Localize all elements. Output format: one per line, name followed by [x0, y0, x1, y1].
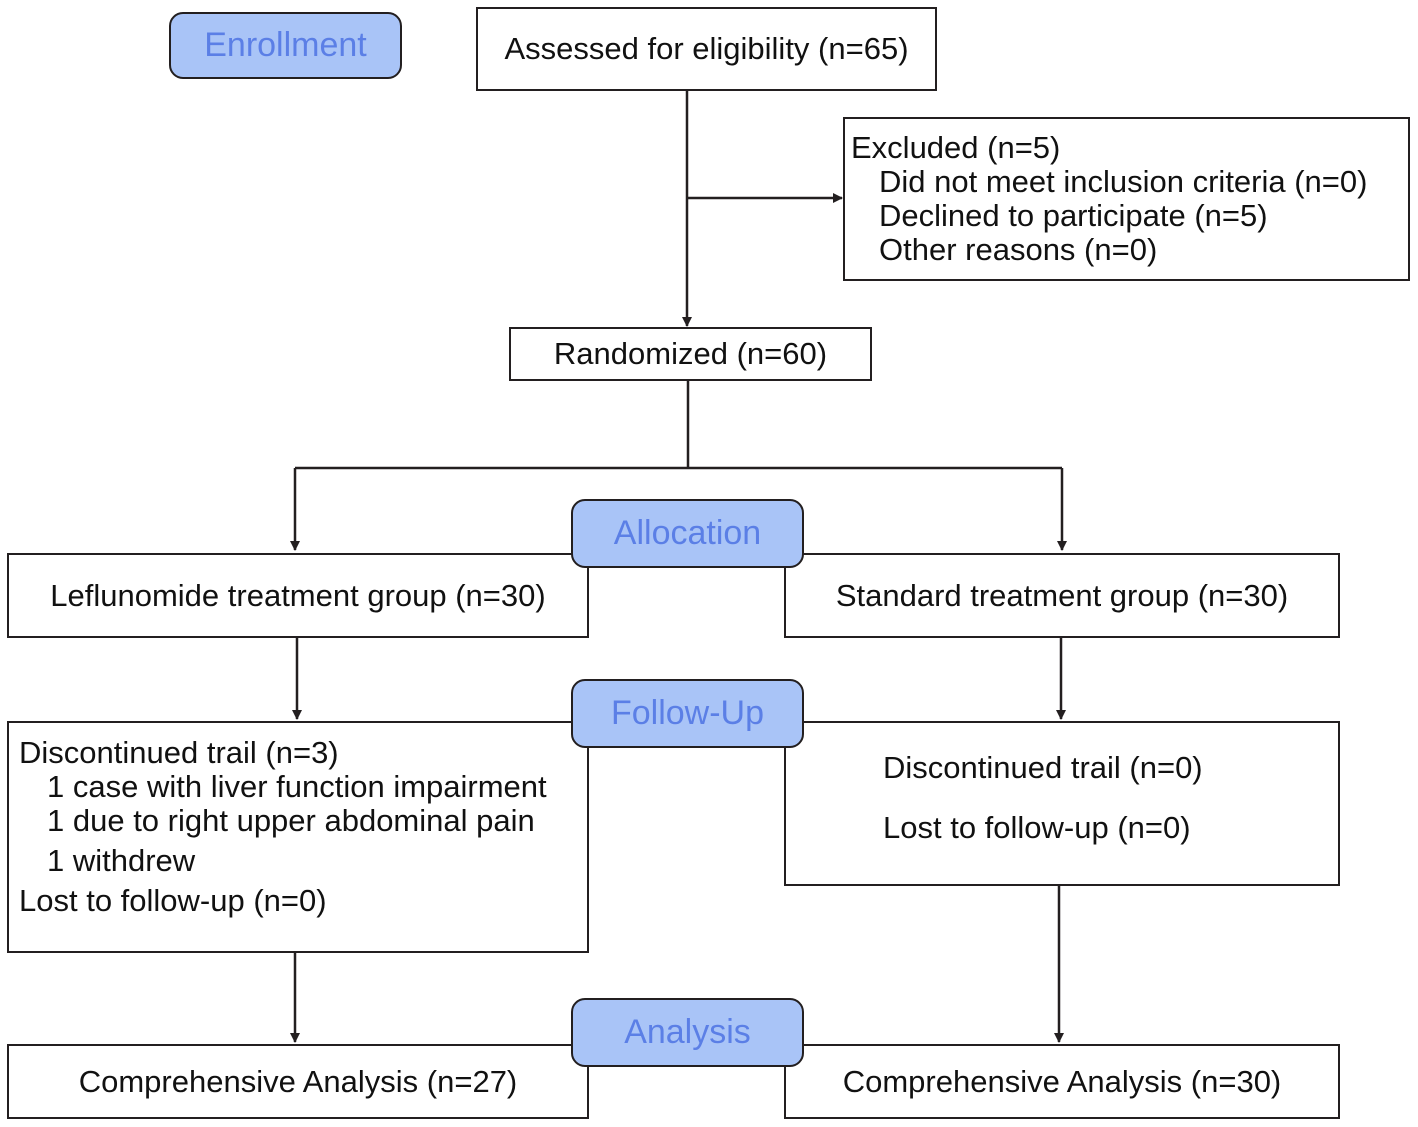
stage-label-analysis: Analysis — [571, 998, 804, 1067]
right-lost-to-followup: Lost to follow-up (n=0) — [883, 810, 1191, 845]
randomized-box: Randomized (n=60) — [509, 327, 872, 381]
discontinued-reason: 1 due to right upper abdominal pain — [47, 803, 535, 838]
excluded-item: Did not meet inclusion criteria (n=0) — [879, 164, 1368, 199]
discontinued-reason: 1 case with liver function impairment — [47, 769, 547, 804]
right-discontinued: Discontinued trail (n=0) — [883, 750, 1203, 785]
excluded-item: Other reasons (n=0) — [879, 232, 1158, 267]
left-followup-box: Discontinued trail (n=3) 1 case with liv… — [7, 721, 589, 953]
right-analysis-box: Comprehensive Analysis (n=30) — [784, 1044, 1340, 1119]
right-followup-box: Discontinued trail (n=0) Lost to follow-… — [784, 721, 1340, 886]
left-discontinued: Discontinued trail (n=3) — [19, 735, 339, 770]
left-group-box: Leflunomide treatment group (n=30) — [7, 553, 589, 638]
discontinued-reason: 1 withdrew — [47, 843, 196, 878]
assessed-box: Assessed for eligibility (n=65) — [476, 7, 937, 91]
stage-label-allocation: Allocation — [571, 499, 804, 568]
left-analysis-box: Comprehensive Analysis (n=27) — [7, 1044, 589, 1119]
stage-label-enrollment: Enrollment — [169, 12, 402, 79]
stage-label-follow-up: Follow-Up — [571, 679, 804, 748]
left-lost-to-followup: Lost to follow-up (n=0) — [19, 883, 327, 918]
right-group-box: Standard treatment group (n=30) — [784, 553, 1340, 638]
excluded-box: Excluded (n=5) Did not meet inclusion cr… — [843, 117, 1410, 281]
excluded-title: Excluded (n=5) — [851, 130, 1061, 165]
excluded-item: Declined to participate (n=5) — [879, 198, 1268, 233]
